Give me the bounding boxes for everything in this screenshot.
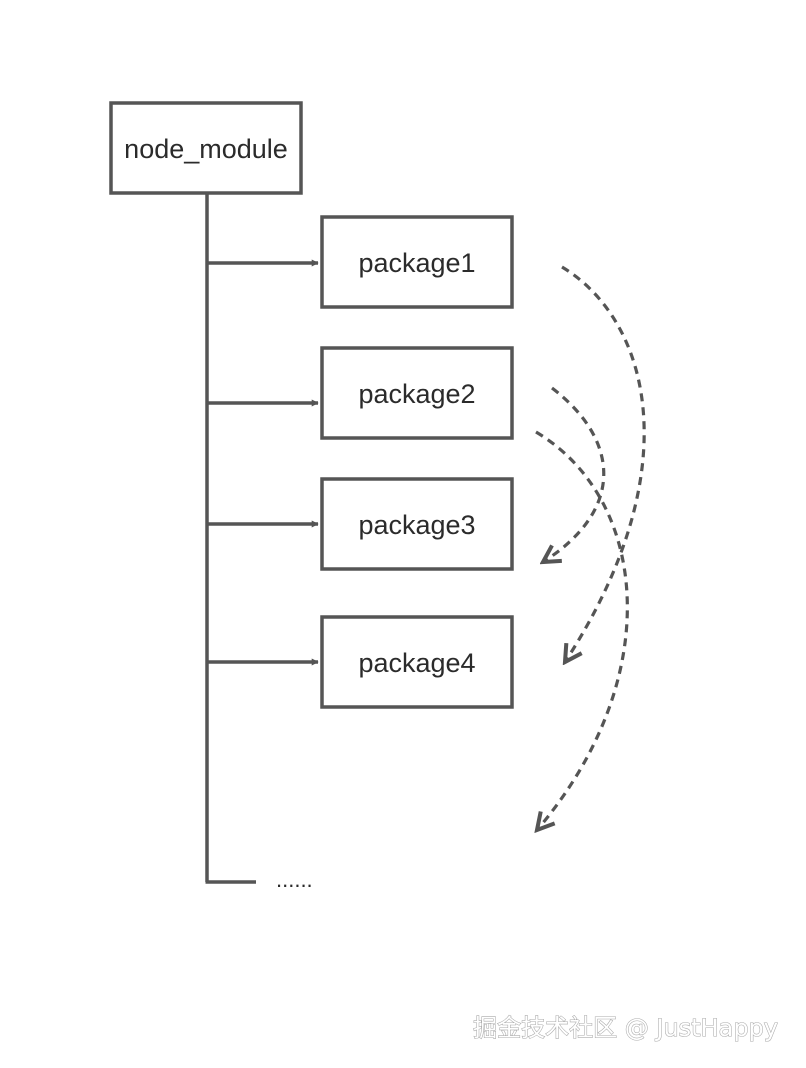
package2-box xyxy=(320,346,514,440)
package2-label: package2 xyxy=(358,379,475,409)
package3-label: package3 xyxy=(358,510,475,540)
package4-label: package4 xyxy=(358,648,475,678)
package1-box xyxy=(320,215,514,309)
node-module-box xyxy=(109,101,303,195)
node-module-node: node_module xyxy=(109,101,303,195)
package2-node: package2 xyxy=(320,346,514,440)
package3-node: package3 xyxy=(320,477,514,571)
package4-box xyxy=(320,615,514,709)
node-module-label: node_module xyxy=(124,134,288,164)
dependency-arc-package2-to-package3 xyxy=(543,386,606,562)
dependency-arc-package1-to-package4 xyxy=(561,265,646,662)
package4-node: package4 xyxy=(320,615,514,709)
watermark-text: 掘金技术社区 @ JustHappy xyxy=(473,1014,778,1042)
package3-box xyxy=(320,477,514,571)
package1-label: package1 xyxy=(358,248,475,278)
dependency-arc-package2-to-more xyxy=(536,430,629,830)
package1-node: package1 xyxy=(320,215,514,309)
more-packages-ellipsis: ...... xyxy=(276,867,313,892)
